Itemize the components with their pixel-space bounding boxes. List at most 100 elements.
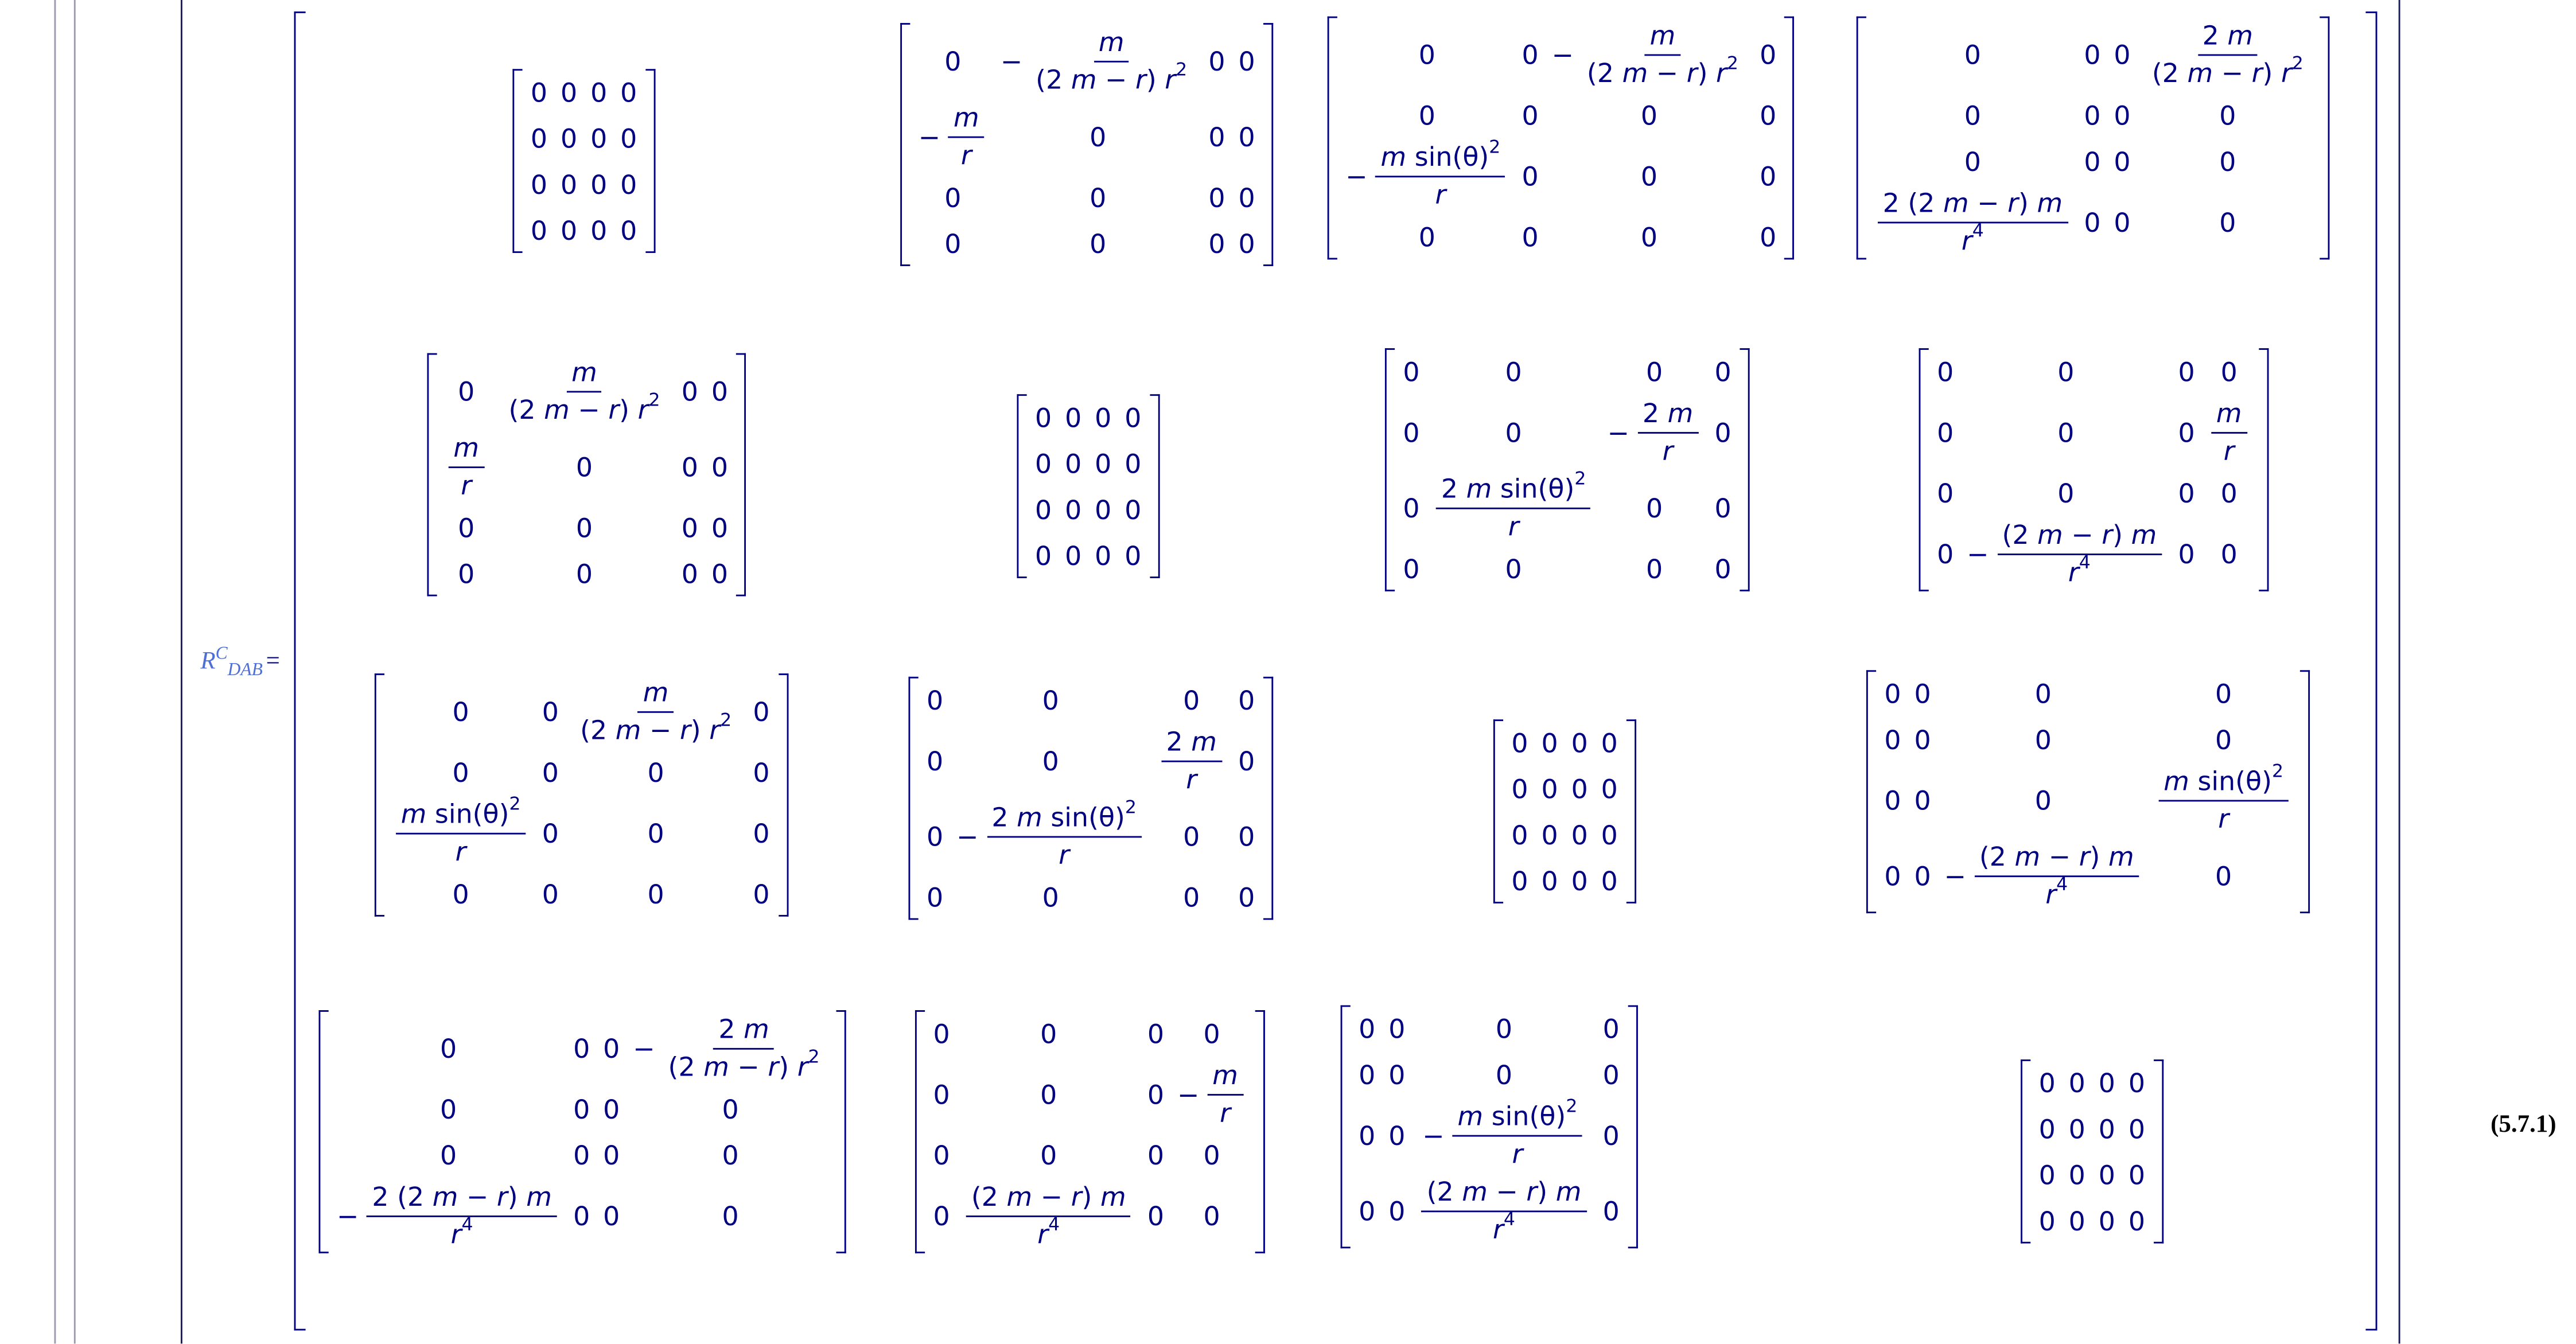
matrix-entry: 0 [1714,492,1731,524]
matrix-left-bracket [1856,16,1866,260]
matrix-entry: 0 [1183,881,1200,913]
matrix-entry: 0 [590,122,608,154]
matrix-entry: 0 [620,168,637,200]
matrix-entry: 0 [1601,864,1618,897]
matrix-entry: 0 [1208,120,1225,152]
matrix-entry-fraction: −2 m(2 m − r) r2 [633,1013,820,1083]
matrix-right-bracket [1149,394,1159,578]
matrix-entry: 0 [2114,38,2131,70]
matrix-entry: 0 [1541,819,1558,850]
matrix-entry: 0 [2178,537,2195,570]
matrix-entry: 0 [1602,1012,1620,1044]
matrix-entry: 0 [2038,1113,2056,1144]
matrix-right-bracket [2258,348,2268,591]
outer-right-bracket [2365,11,2377,1331]
matrix-entry: 0 [530,168,548,200]
matrix-entry: 0 [1601,773,1618,804]
matrix-entry: 0 [927,881,944,913]
matrix-left-bracket [2021,1059,2031,1244]
matrix-entry: 0 [2084,145,2101,177]
matrix-entry: 0 [590,214,608,246]
matrix-entry: 0 [1646,552,1663,584]
matrix-entry: 0 [681,375,698,407]
matrix-entry: 0 [1760,38,1777,70]
matrix-entry: 0 [2128,1205,2146,1236]
matrix-entry: 0 [2038,1066,2056,1098]
matrix-entry: 0 [1183,684,1200,716]
matrix-entry: 0 [1937,477,1954,509]
matrix-entry: 0 [1095,493,1112,525]
matrix-entry: 0 [1359,1195,1376,1226]
matrix-entry: 0 [2178,416,2195,448]
matrix-entry: 0 [1601,727,1618,758]
matrix-entry: 0 [575,511,593,543]
matrix-entry-fraction: m(2 m − r) r2 [580,676,732,746]
matrix-entry: 0 [603,1093,620,1125]
matrix-right-bracket [1263,23,1274,266]
matrix-entry: 0 [647,878,664,909]
matrix-entry: 0 [575,558,593,589]
worksheet-margin-line [73,0,76,1344]
matrix-entry: 0 [2034,723,2052,755]
matrix-entry: 0 [2128,1113,2146,1144]
matrix-entry: 0 [1203,1139,1220,1171]
matrix-entry: 0 [1601,819,1618,850]
matrix-entry: 0 [1511,819,1528,850]
matrix-entry: 0 [1646,355,1663,387]
matrix-entry: 0 [2084,99,2101,131]
matrix-entry: 0 [944,45,962,77]
matrix-entry: 0 [1571,727,1588,758]
matrix-entry: 0 [573,1199,590,1232]
matrix-entry: 0 [2219,99,2236,131]
matrix-entry-fraction: m(2 m − r) r2 [508,356,660,426]
matrix-entry: 0 [620,214,637,246]
matrix-entry: 0 [2084,38,2101,70]
matrix-entry: 0 [1602,1195,1620,1226]
matrix-entry: 0 [1095,447,1112,479]
matrix-entry: 0 [1495,1012,1513,1044]
matrix-entry: 0 [603,1032,620,1064]
matrix-entry: 0 [2098,1205,2115,1236]
matrix-entry: 0 [573,1032,590,1064]
matrix-entry: 0 [2114,145,2131,177]
matrix-entry: 0 [458,511,475,543]
matrix-entry: 0 [1042,684,1059,716]
matrix-entry: 0 [575,451,593,482]
matrix-entry: 0 [1914,677,1931,709]
matrix-entry-fraction: −m(2 m − r) r2 [1000,26,1188,96]
matrix-left-bracket [318,1010,329,1253]
matrix-entry-fraction: −m(2 m − r) r2 [1551,20,1738,89]
matrix-entry: 0 [2219,206,2236,237]
matrix-right-bracket [1263,676,1273,920]
matrix-entry: 0 [440,1032,457,1064]
matrix-entry: 0 [1359,1012,1376,1044]
matrix-entry: 0 [1571,864,1588,897]
matrix-entry: 0 [1571,773,1588,804]
matrix-entry: 0 [530,76,548,108]
matrix-entry: 0 [933,1139,950,1171]
matrix-entry: 0 [1095,539,1112,571]
matrix-entry: 0 [753,695,770,727]
matrix-entry: 0 [1147,1139,1165,1171]
matrix-entry: 0 [452,756,469,788]
matrix-entry: 0 [681,558,698,589]
matrix-entry: 0 [1208,227,1225,259]
matrix-entry: 0 [1714,552,1731,584]
